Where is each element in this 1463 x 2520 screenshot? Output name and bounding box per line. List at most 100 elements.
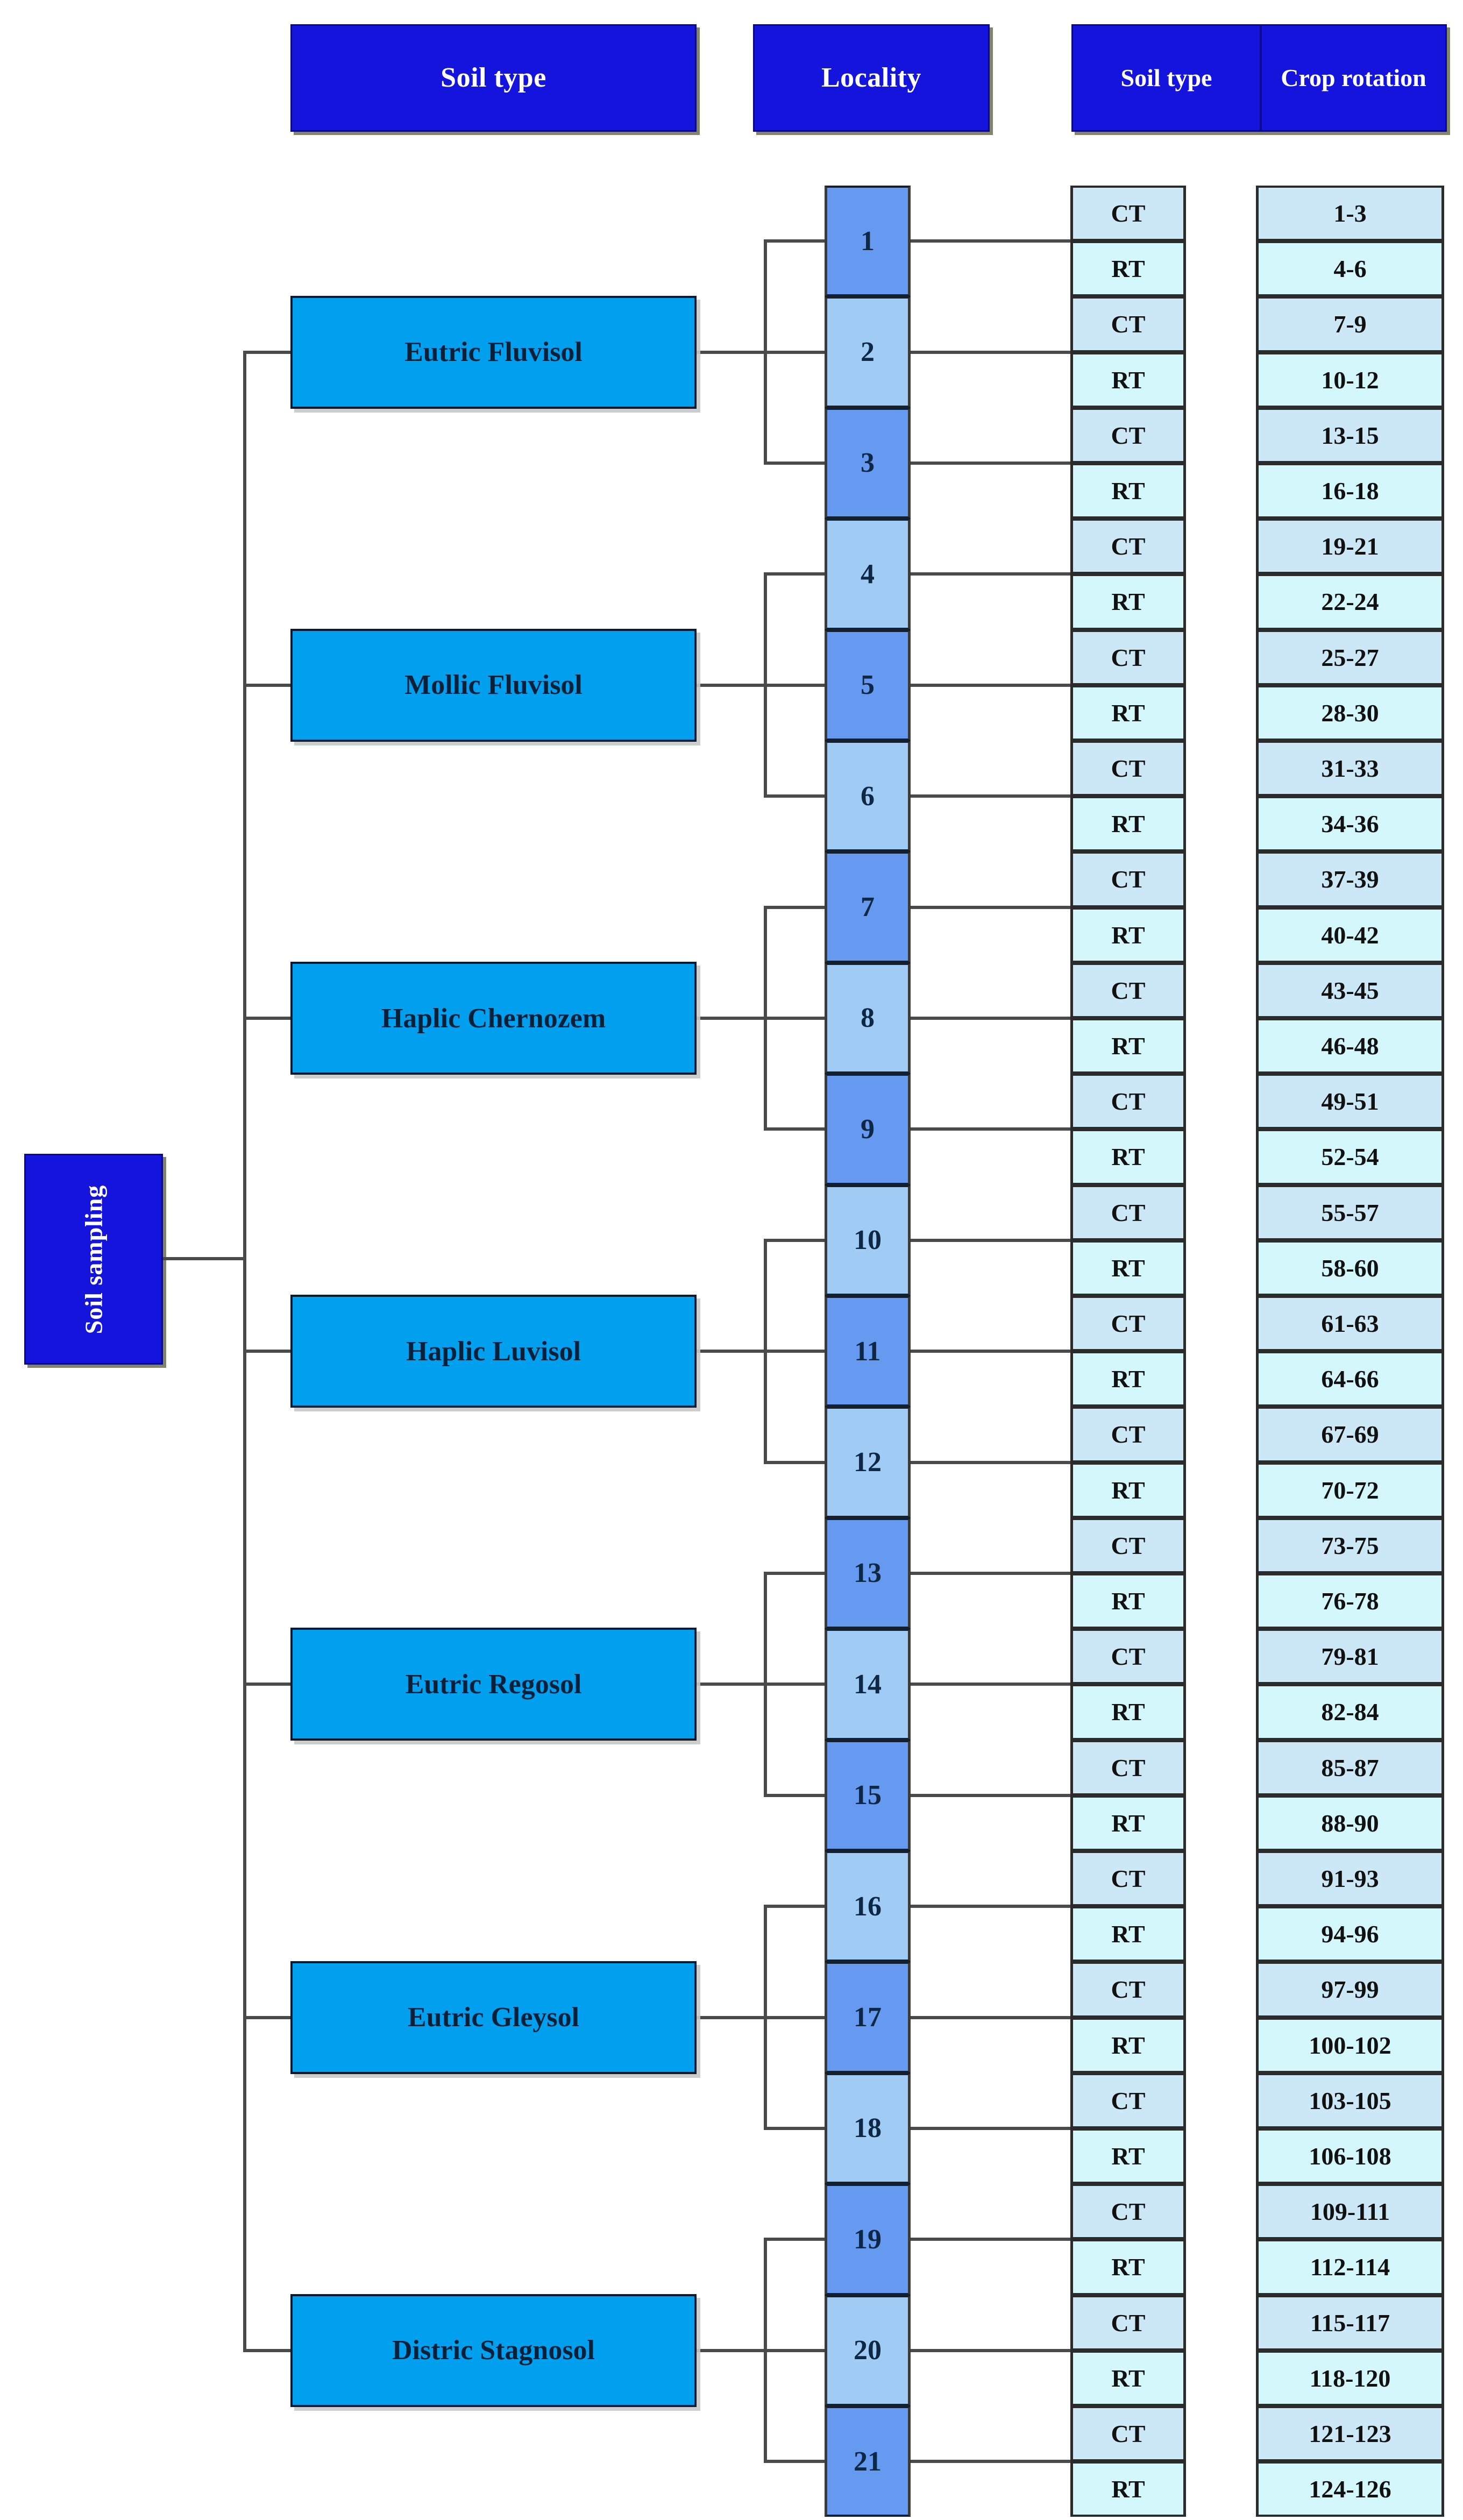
crop-rotation-cell[interactable]: 91-93 [1256,1851,1444,1907]
locality-cell[interactable]: 11 [825,1296,911,1407]
crop-rotation-cell[interactable]: 43-45 [1256,962,1444,1018]
crop-rotation-cell[interactable]: 112-114 [1256,2239,1444,2295]
tillage-cell[interactable]: RT [1070,2239,1186,2295]
locality-cell[interactable]: 14 [825,1629,911,1740]
tillage-cell[interactable]: CT [1070,2072,1186,2128]
crop-rotation-cell[interactable]: 70-72 [1256,1462,1444,1518]
locality-cell[interactable]: 21 [825,2406,911,2517]
tillage-cell[interactable]: CT [1070,1740,1186,1795]
tillage-cell[interactable]: RT [1070,1684,1186,1740]
tillage-cell[interactable]: RT [1070,1351,1186,1407]
locality-cell[interactable]: 10 [825,1184,911,1296]
crop-rotation-cell[interactable]: 1-3 [1256,186,1444,242]
tillage-cell[interactable]: RT [1070,241,1186,297]
soil-type-box[interactable]: Eutric Regosol [290,1628,697,1741]
crop-rotation-cell[interactable]: 82-84 [1256,1684,1444,1740]
crop-rotation-cell[interactable]: 100-102 [1256,2017,1444,2073]
soil-type-box[interactable]: Mollic Fluvisol [290,628,697,742]
crop-rotation-cell[interactable]: 85-87 [1256,1740,1444,1795]
tillage-cell[interactable]: CT [1070,2406,1186,2462]
tillage-cell[interactable]: CT [1070,1296,1186,1352]
crop-rotation-cell[interactable]: 97-99 [1256,1962,1444,2018]
crop-rotation-cell[interactable]: 25-27 [1256,629,1444,685]
crop-rotation-cell[interactable]: 10-12 [1256,352,1444,408]
tillage-cell[interactable]: RT [1070,1018,1186,1074]
crop-rotation-cell[interactable]: 16-18 [1256,463,1444,519]
tillage-cell[interactable]: CT [1070,741,1186,797]
locality-cell[interactable]: 9 [825,1074,911,1185]
tillage-cell[interactable]: RT [1070,2128,1186,2184]
locality-cell[interactable]: 4 [825,519,911,630]
crop-rotation-cell[interactable]: 22-24 [1256,574,1444,630]
tillage-cell[interactable]: CT [1070,519,1186,574]
locality-cell[interactable]: 12 [825,1407,911,1518]
crop-rotation-cell[interactable]: 7-9 [1256,296,1444,352]
tillage-cell[interactable]: RT [1070,1129,1186,1185]
tillage-cell[interactable]: RT [1070,1573,1186,1629]
locality-cell[interactable]: 8 [825,962,911,1074]
tillage-cell[interactable]: CT [1070,1851,1186,1907]
crop-rotation-cell[interactable]: 103-105 [1256,2072,1444,2128]
tillage-cell[interactable]: CT [1070,1074,1186,1130]
tillage-cell[interactable]: CT [1070,1962,1186,2018]
locality-cell[interactable]: 17 [825,1962,911,2073]
crop-rotation-cell[interactable]: 58-60 [1256,1240,1444,1296]
tillage-cell[interactable]: CT [1070,1407,1186,1463]
tillage-cell[interactable]: RT [1070,685,1186,741]
tillage-cell[interactable]: RT [1070,1240,1186,1296]
locality-cell[interactable]: 19 [825,2184,911,2295]
locality-cell[interactable]: 13 [825,1517,911,1629]
crop-rotation-cell[interactable]: 31-33 [1256,741,1444,797]
crop-rotation-cell[interactable]: 79-81 [1256,1629,1444,1685]
crop-rotation-cell[interactable]: 73-75 [1256,1517,1444,1573]
tillage-cell[interactable]: RT [1070,2350,1186,2406]
crop-rotation-cell[interactable]: 121-123 [1256,2406,1444,2462]
locality-cell[interactable]: 3 [825,407,911,519]
soil-type-box[interactable]: Eutric Gleysol [290,1961,697,2074]
crop-rotation-cell[interactable]: 46-48 [1256,1018,1444,1074]
crop-rotation-cell[interactable]: 61-63 [1256,1296,1444,1352]
soil-type-box[interactable]: Distric Stagnosol [290,2294,697,2407]
crop-rotation-cell[interactable]: 88-90 [1256,1795,1444,1851]
tillage-cell[interactable]: CT [1070,2295,1186,2351]
tillage-cell[interactable]: RT [1070,2017,1186,2073]
locality-cell[interactable]: 2 [825,296,911,408]
crop-rotation-cell[interactable]: 52-54 [1256,1129,1444,1185]
tillage-cell[interactable]: RT [1070,796,1186,852]
locality-cell[interactable]: 7 [825,851,911,963]
locality-cell[interactable]: 20 [825,2295,911,2406]
crop-rotation-cell[interactable]: 94-96 [1256,1906,1444,1962]
crop-rotation-cell[interactable]: 106-108 [1256,2128,1444,2184]
crop-rotation-cell[interactable]: 118-120 [1256,2350,1444,2406]
tillage-cell[interactable]: CT [1070,1517,1186,1573]
tillage-cell[interactable]: RT [1070,2461,1186,2517]
crop-rotation-cell[interactable]: 40-42 [1256,907,1444,963]
crop-rotation-cell[interactable]: 115-117 [1256,2295,1444,2351]
crop-rotation-cell[interactable]: 124-126 [1256,2461,1444,2517]
crop-rotation-cell[interactable]: 4-6 [1256,241,1444,297]
tillage-cell[interactable]: CT [1070,407,1186,463]
tillage-cell[interactable]: CT [1070,1629,1186,1685]
tillage-cell[interactable]: RT [1070,574,1186,630]
locality-cell[interactable]: 1 [825,186,911,297]
crop-rotation-cell[interactable]: 34-36 [1256,796,1444,852]
tillage-cell[interactable]: CT [1070,2184,1186,2240]
tillage-cell[interactable]: RT [1070,1462,1186,1518]
locality-cell[interactable]: 15 [825,1740,911,1851]
crop-rotation-cell[interactable]: 67-69 [1256,1407,1444,1463]
tillage-cell[interactable]: CT [1070,629,1186,685]
crop-rotation-cell[interactable]: 109-111 [1256,2184,1444,2240]
tillage-cell[interactable]: RT [1070,463,1186,519]
tillage-cell[interactable]: CT [1070,962,1186,1018]
crop-rotation-cell[interactable]: 49-51 [1256,1074,1444,1130]
tillage-cell[interactable]: CT [1070,296,1186,352]
crop-rotation-cell[interactable]: 13-15 [1256,407,1444,463]
tillage-cell[interactable]: RT [1070,352,1186,408]
crop-rotation-cell[interactable]: 64-66 [1256,1351,1444,1407]
locality-cell[interactable]: 5 [825,629,911,741]
soil-type-box[interactable]: Eutric Fluvisol [290,295,697,409]
tillage-cell[interactable]: CT [1070,186,1186,242]
tillage-cell[interactable]: CT [1070,851,1186,907]
locality-cell[interactable]: 16 [825,1851,911,1962]
soil-type-box[interactable]: Haplic Chernozem [290,962,697,1075]
